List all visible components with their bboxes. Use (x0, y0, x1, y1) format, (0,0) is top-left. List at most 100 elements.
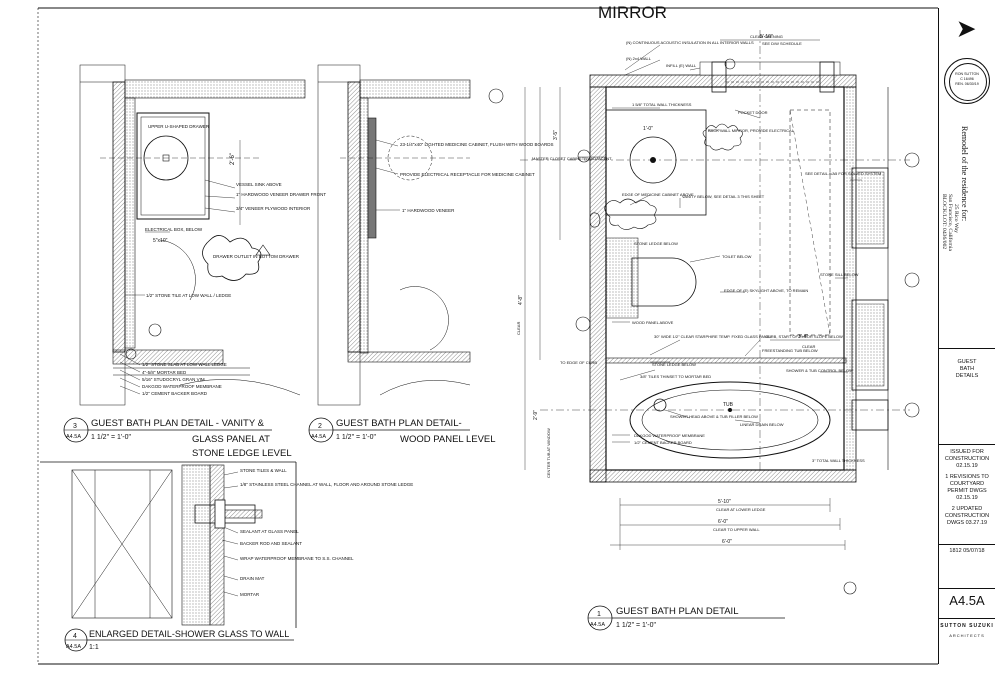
detail-4-number: 4 (73, 633, 77, 640)
note-wood-panel: WOOD PANEL ABOVE (632, 320, 674, 325)
issue-line-3: 02.15.19 (956, 463, 978, 469)
detail-3-title-2: GLASS PANEL AT (192, 434, 270, 445)
note-stone-sill: STONE SILL BELOW (820, 272, 859, 277)
detail-3-scale: 1 1/2" = 1'-0" (91, 434, 131, 441)
detail-2-sheet: A4.5A (311, 434, 326, 440)
title-block: ➤ RON SUTTON C 16496 REN. 06/30/19 Remod… (938, 8, 995, 664)
note-vanity-below: VANITY BELOW, SEE DETAIL 3 THIS SHEET (682, 194, 765, 199)
detail-1-scale: 1 1/2" = 1'-0" (616, 622, 656, 629)
note-sealant: SEALANT AT GLASS PANEL (240, 529, 299, 534)
dim-top: 5'-10" (760, 34, 773, 40)
note-tiles-thinset: 3/8" TILES THINSET TO MORTAR BED (640, 374, 711, 379)
dim-label-clear: CLEAR (802, 344, 815, 349)
dim-3-5: 3'-5" (553, 130, 559, 140)
detail-1-number: 1 (597, 611, 601, 618)
dim-6-0-b: 6'-0" (722, 539, 732, 545)
note-plywood: 3/4" VENEER PLYWOOD INTERIOR (236, 206, 311, 211)
note-wall-thickness: 1 5/8" TOTAL WALL THICKNESS (632, 102, 692, 107)
note-drawer-front: 1" HARDWOOD VENEER DRAWER FRONT (236, 192, 326, 197)
note-stone-slab: 1/2" STONE SLAB AT LOW WALL LEDGE (142, 362, 227, 367)
note-studocryl: 5/16" STUDOCRYL GRAN VIM (142, 377, 205, 382)
note-back-wall-mirror: BACK WALL MIRROR, PROVIDE ELECTRICAL (708, 128, 795, 133)
note-total-wall: 3" TOTAL WALL THICKNESS (812, 458, 865, 463)
detail-3-vanity: 2'-6" 5"x10" UPPER U-SHAPED DRAWER VESSE… (63, 64, 326, 459)
firm-logo: ➤ (957, 16, 976, 41)
note-clear-opening: CLEAR OPENING (750, 34, 783, 39)
architect-stamp: RON SUTTON C 16496 REN. 06/30/19 (944, 58, 990, 104)
dim-5-10: 5'-10" (718, 499, 731, 505)
note-dw-schedule: SEE D/W SCHEDULE (762, 41, 802, 46)
detail-3-number: 3 (73, 423, 77, 430)
note-linear-drain: LINEAR DRAIN BELOW (740, 422, 784, 427)
note-membrane: DAKGOD WATERPROOF MEMBRANE (142, 384, 222, 389)
note-center-tub: CENTER TUB AT WINDOW (546, 428, 551, 478)
firm-name: SUTTON SUZUKI (940, 623, 994, 629)
stamp-exp: REN. 06/30/19 (955, 82, 979, 86)
detail-2-title-2: WOOD PANEL LEVEL (400, 434, 496, 445)
dim-6-0: 6'-0" (718, 519, 728, 525)
note-drain-mat: DRAIN MAT (240, 576, 265, 581)
dim-label-clear-2: CLEAR (516, 322, 521, 335)
issue-line-1: ISSUED FOR (950, 449, 984, 455)
detail-4-shower-glass: STONE TILES & WALL 1/8" STAINLESS STEEL … (40, 461, 413, 652)
note-drawer-outlet: DRAWER OUTLET IN BOTTOM DRAWER (213, 254, 300, 259)
note-shower-control: SHOWER & TUB CONTROL BELOW (786, 368, 853, 373)
detail-1-bath-plan: TUB 5'-10" CLEAR AT LOWER LEDGE 6'-0" CL… (488, 30, 920, 631)
note-hardwood: 1" HARDWOOD VENEER (402, 208, 455, 213)
project-title: Remodel of the residence for: (960, 126, 969, 222)
stamp-name: RON SUTTON (955, 72, 979, 76)
note-mortar-bed: 4"-5/8" MORTAR BED (142, 370, 187, 375)
firm-block: SUTTON SUZUKI ARCHITECTS (939, 618, 995, 664)
detail-2-number: 2 (318, 423, 322, 430)
issue-line-2: CONSTRUCTION (944, 456, 990, 462)
note-toilet: TOILET BELOW (722, 254, 752, 259)
tub-label: TUB (723, 402, 734, 408)
note-skylight: EDGE OF (E) SKYLIGHT ABOVE, TO REMAIN (724, 288, 808, 293)
note-membrane-plan: DAKGOD WATERPROOF MEMBRANE (634, 433, 705, 438)
note-stone-tiles: STONE TILES & WALL (240, 468, 287, 473)
note-insulation: (N) CONTINUOUS ACOUSTIC INSULATION IN AL… (626, 40, 754, 45)
address-line-1: 25 Rico Way (953, 204, 959, 233)
top-title: MIRROR (598, 3, 667, 22)
detail-4-sheet: A4.5A (66, 644, 81, 650)
note-2x4-wall: (N) 2x4 WALL (626, 56, 652, 61)
sheet-desc-line-3: DETAILS (955, 373, 979, 379)
detail-4-scale: 1:1 (89, 644, 99, 651)
note-medicine-edge: EDGE OF MEDICINE CABINET ABOVE (622, 192, 694, 197)
sheet-description: GUEST BATH DETAILS (939, 348, 995, 396)
note-mortar: MORTAR (240, 592, 260, 597)
dim-label-upper-wall: CLEAR TO UPPER WALL (713, 527, 760, 532)
dim-1-0: 1'-0" (643, 126, 653, 132)
note-pocket-door: POCKET DOOR (738, 110, 768, 115)
dim-4-8: 4'-8" (518, 295, 524, 305)
note-backer-plan: 1/2" CEMENT BACKER BOARD (634, 440, 692, 445)
revision-2: 2 UPDATED CONSTRUCTION DWGS 03.27.19 (944, 506, 990, 526)
detail-3-title: GUEST BATH PLAN DETAIL - VANITY & (91, 418, 265, 429)
dim-2-9: 2'-9" (533, 410, 539, 420)
stamp-license: C 16496 (960, 77, 974, 81)
svg-text:2'-6": 2'-6" (230, 153, 236, 165)
note-wrap-membrane: WRAP WATERPROOF MEMBRANE TO S.S. CHANNEL (240, 556, 354, 561)
sheet-desc-line-2: BATH (959, 366, 975, 372)
dim-label-lower-ledge: CLEAR AT LOWER LEDGE (716, 507, 766, 512)
svg-text:5"x10": 5"x10" (153, 238, 168, 244)
note-channel: 1/8" STAINLESS STEEL CHANNEL AT WALL, FL… (240, 482, 413, 487)
note-infill: INFILL (E) WALL (666, 63, 697, 68)
job-number: 1812 05/07/18 (939, 544, 995, 558)
revisions: ISSUED FOR CONSTRUCTION 02.15.19 1 REVIS… (939, 444, 995, 544)
address-line-2: San Francisco, California (947, 194, 953, 252)
firm-sub: ARCHITECTS (949, 633, 985, 638)
detail-1-title: GUEST BATH PLAN DETAIL (616, 606, 738, 617)
note-master-closet: MASTER CLOSET CABINETRY ADJACENT (532, 156, 612, 161)
note-upper-drawer: UPPER U-SHAPED DRAWER (148, 124, 210, 129)
note-electrical-box: ELECTRICAL BOX, BELOW (145, 227, 203, 232)
detail-2-wood-panel: 23-1/4"x40" LIGHTED MEDICINE CABINET, FL… (308, 64, 553, 445)
note-shower-head: SHOWER HEAD ABOVE & TUB FILLER BELOW (670, 414, 758, 419)
dim-3-4: 3'-4" (798, 334, 808, 340)
note-glass-panel: 30" WIDE 1/2" CLEAR STARPHIRE TEMP. FIXE… (654, 334, 772, 339)
address-line-3: BLOCK/LOT: 0436/002 (941, 194, 947, 250)
detail-3-sheet: A4.5A (66, 434, 81, 440)
note-curb: CURB, START OF FLOOR SLOPE BELOW (765, 334, 843, 339)
